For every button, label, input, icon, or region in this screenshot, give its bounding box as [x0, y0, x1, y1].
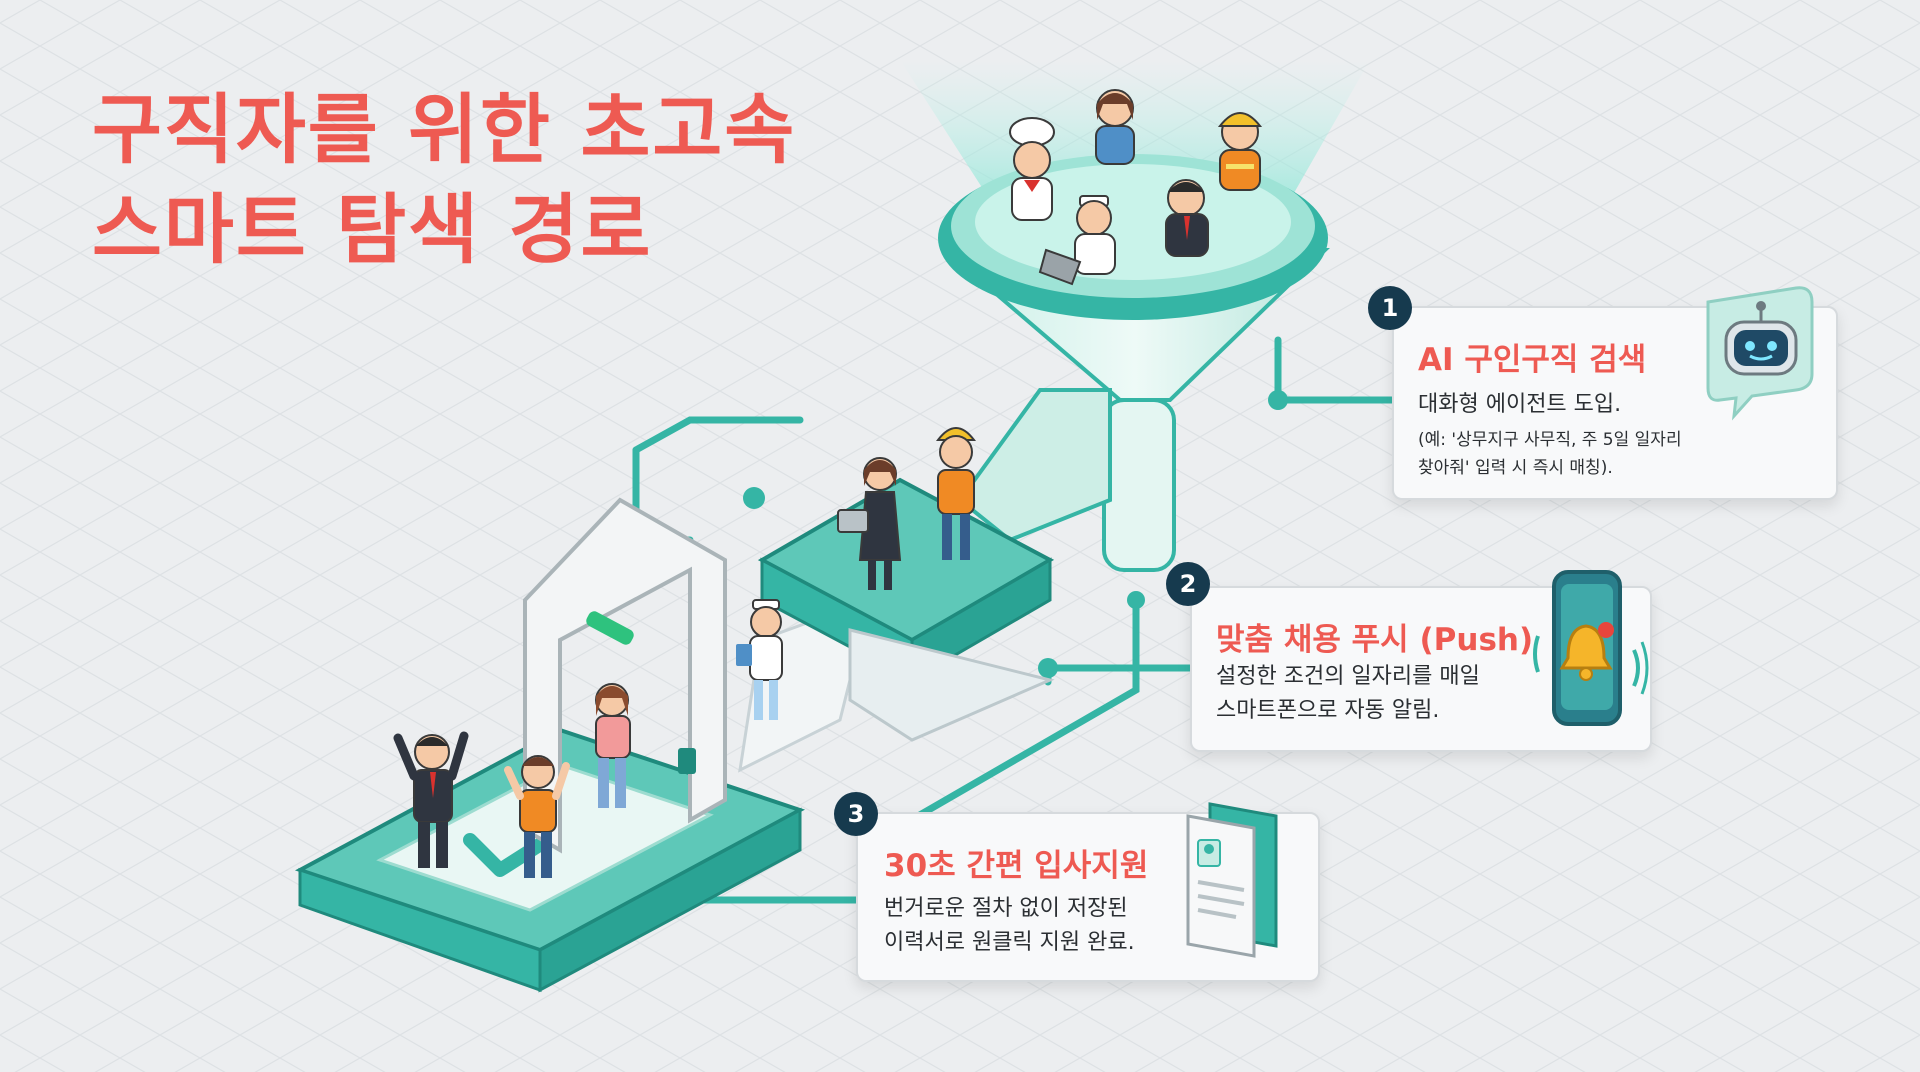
page-title-line2: 스마트 탐색 경로: [92, 185, 653, 274]
step-2-description-line2: 스마트폰으로 자동 알림.: [1216, 698, 1440, 723]
step-2-badge: 2: [1166, 562, 1210, 606]
step-1-title: AI 구인구직 검색: [1418, 342, 1647, 378]
step-3-description: 번거로운 절차 없이 저장된 이력서로 원클릭 지원 완료.: [884, 892, 1135, 960]
step-1-description: 대화형 에이전트 도입.: [1418, 392, 1622, 417]
resume-document-icon: [1186, 802, 1278, 958]
step-3-description-line1: 번거로운 절차 없이 저장된: [884, 896, 1128, 921]
step-2-title: 맞춤 채용 푸시 (Push): [1216, 622, 1534, 658]
people-celebrating: [393, 683, 631, 878]
step-2-description: 설정한 조건의 일자리를 매일 스마트폰으로 자동 알림.: [1216, 660, 1480, 728]
people-on-middle-platform: [837, 427, 977, 590]
people-in-funnel: [1009, 89, 1263, 286]
step-3-description-line2: 이력서로 원클릭 지원 완료.: [884, 930, 1135, 955]
middle-platform: [757, 477, 1055, 742]
page-title-line1: 구직자를 위한 초고속: [92, 85, 797, 174]
nurse-walking: [736, 599, 783, 720]
step-1-note: (예: '상무지구 사무직, 주 5일 일자리 찾아줘' 입력 시 즉시 매칭)…: [1418, 426, 1682, 482]
step-1-note-line1: (예: '상무지구 사무직, 주 5일 일자리: [1418, 430, 1682, 450]
page-title: 구직자를 위한 초고속 스마트 탐색 경로: [92, 80, 796, 280]
smartphone-bell-icon: [1533, 570, 1649, 726]
step-3-title: 30초 간편 입사지원: [884, 848, 1149, 884]
step-3-badge: 3: [834, 792, 878, 836]
step-1-badge: 1: [1368, 286, 1412, 330]
step-1-note-line2: 찾아줘' 입력 시 즉시 매칭).: [1418, 458, 1613, 478]
step-2-description-line1: 설정한 조건의 일자리를 매일: [1216, 664, 1480, 689]
chatbot-icon: [1706, 286, 1814, 421]
